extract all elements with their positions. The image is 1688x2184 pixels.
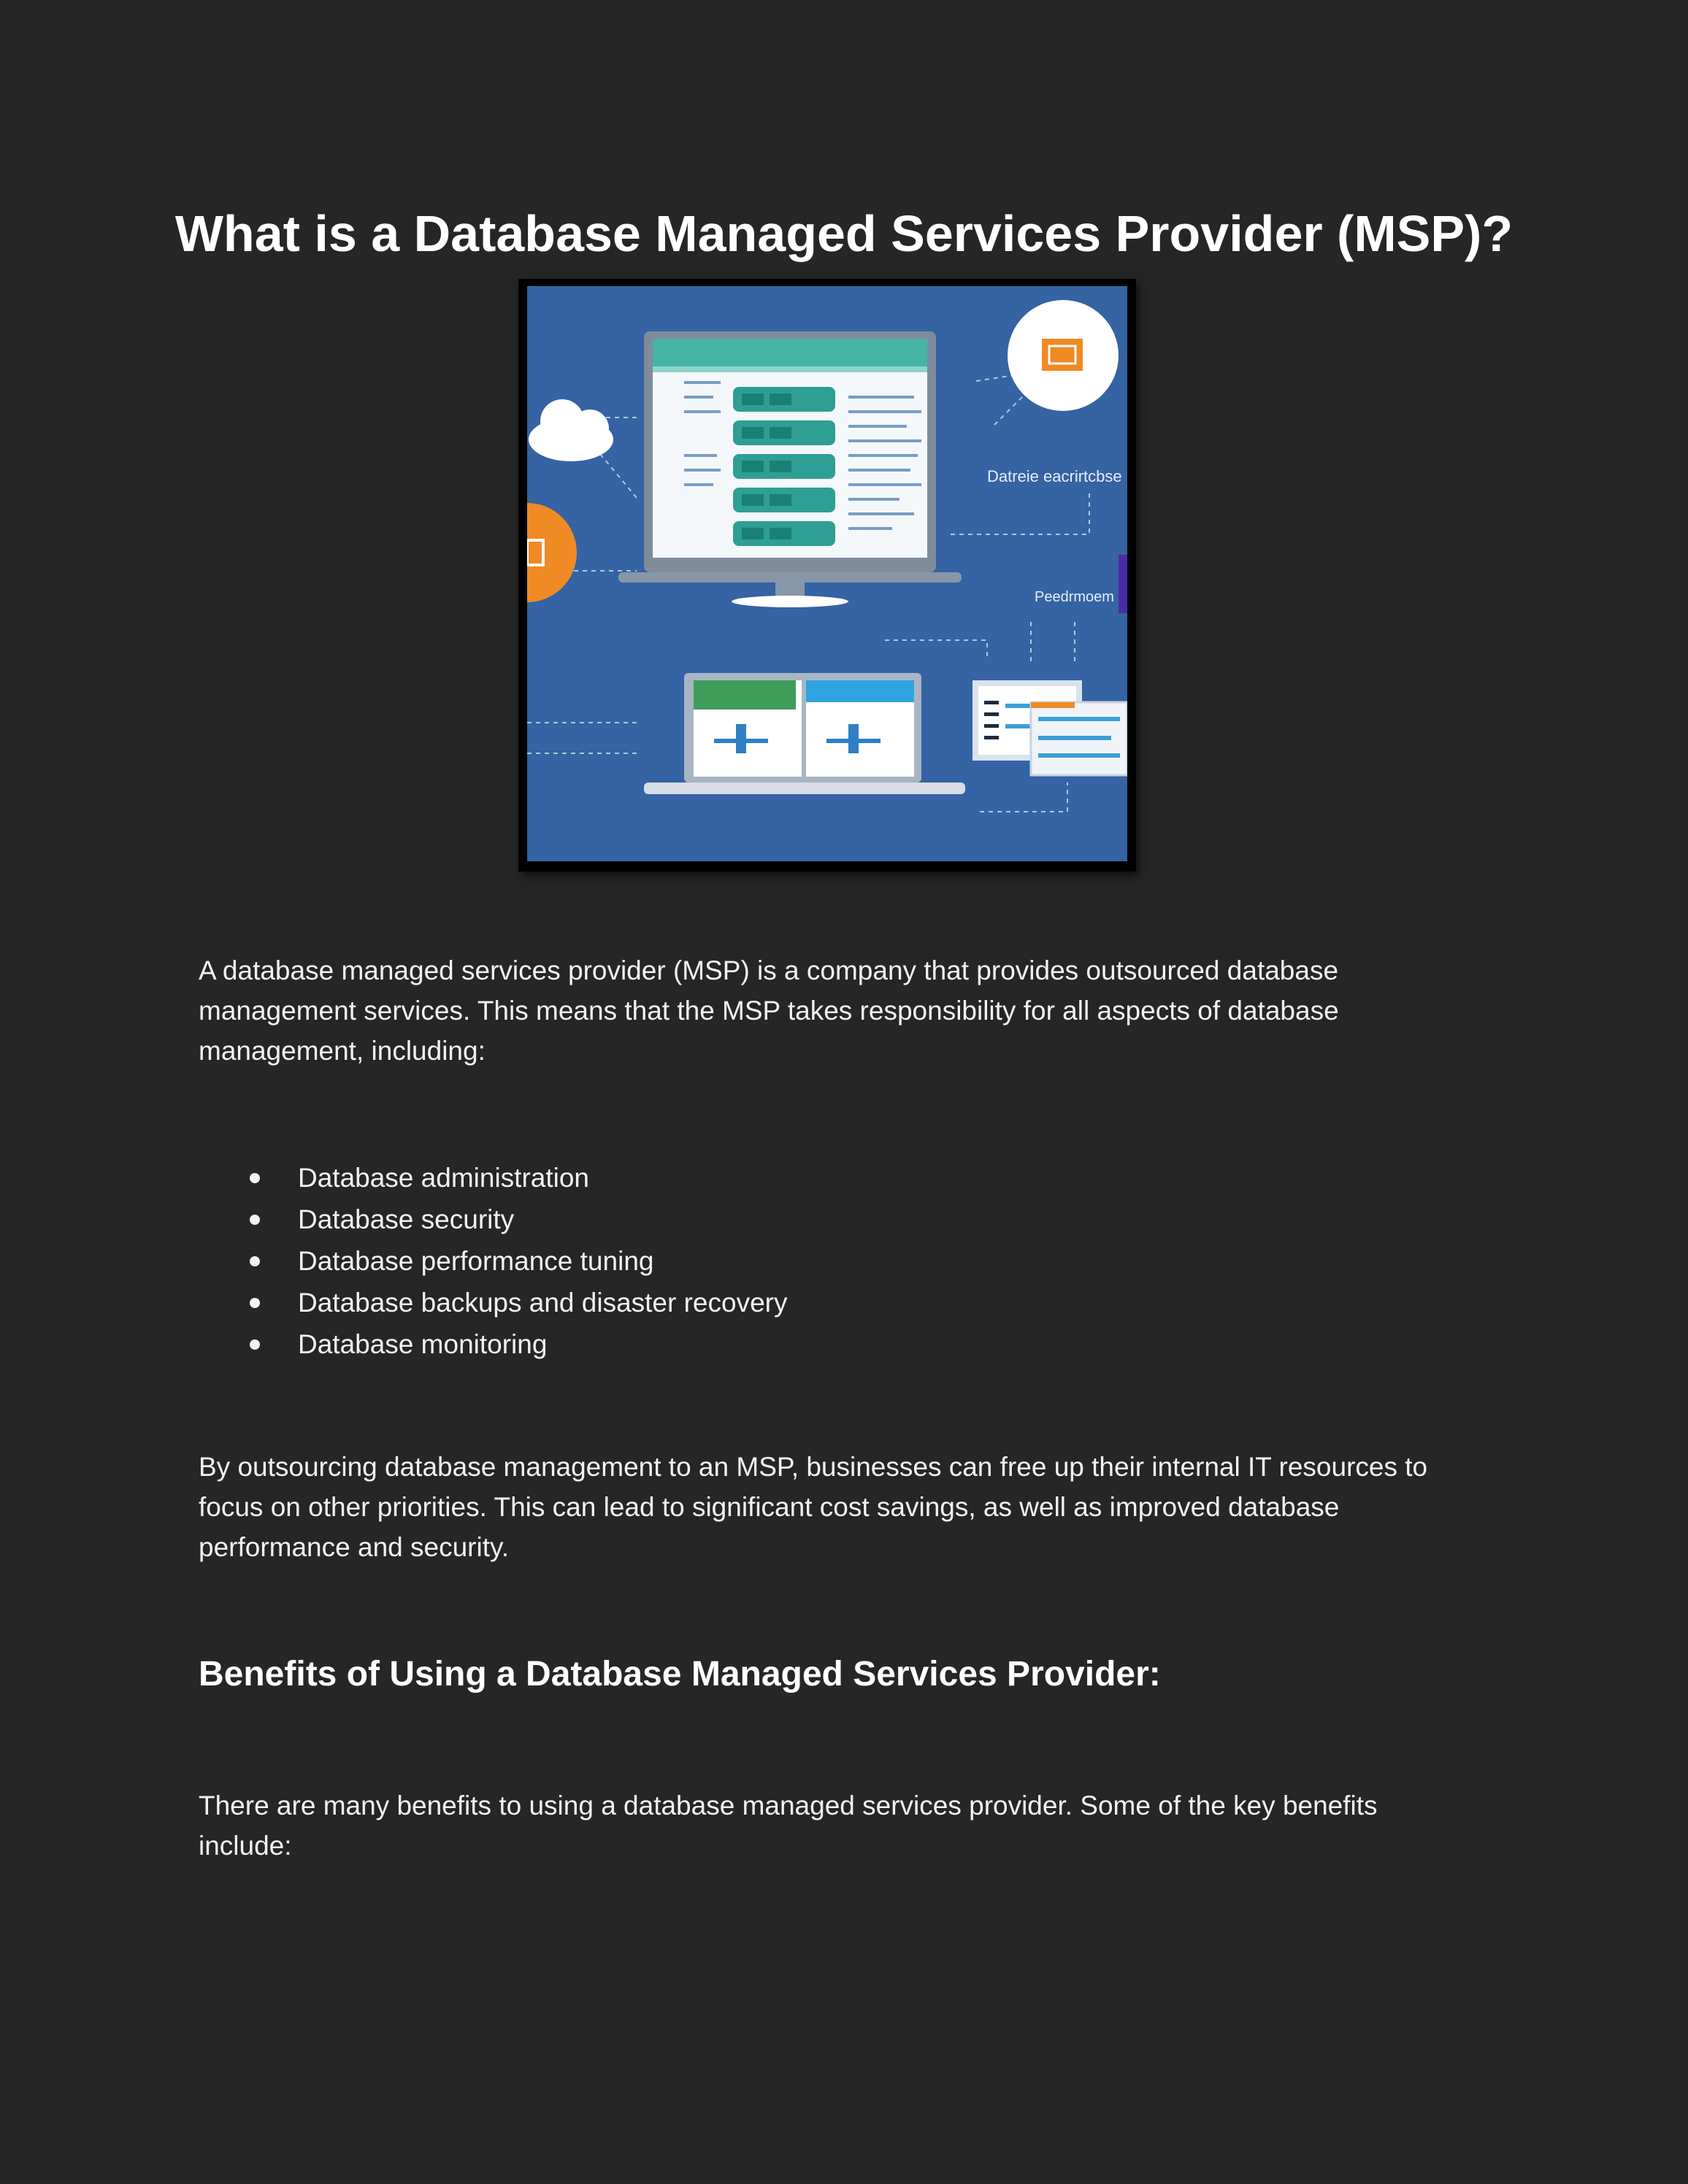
orange-badge-icon <box>527 503 577 602</box>
database-label: Datreie eacrirtcbse <box>987 467 1122 485</box>
outsourcing-paragraph: By outsourcing database management to an… <box>199 1452 1428 1562</box>
cloud-icon <box>529 399 613 461</box>
intro-paragraph: A database managed services provider (MS… <box>199 956 1339 1066</box>
list-item: Database backups and disaster recovery <box>199 1282 787 1323</box>
performance-label: Peedrmoem <box>1035 589 1114 605</box>
list-item: Database monitoring <box>199 1323 787 1365</box>
chat-bubble-icon <box>1008 300 1119 411</box>
page-title: What is a Database Managed Services Prov… <box>174 205 1514 262</box>
services-list: Database administration Database securit… <box>199 1157 787 1365</box>
benefits-paragraph: There are many benefits to using a datab… <box>199 1791 1378 1861</box>
list-item: Database administration <box>199 1157 787 1199</box>
laptop-icon <box>644 673 965 794</box>
hero-illustration: Datreie eacrirtcbse Peedrmoem <box>518 279 1136 872</box>
monitor-icon <box>618 331 962 607</box>
list-item: Database security <box>199 1199 787 1240</box>
benefits-heading: Benefits of Using a Database Managed Ser… <box>199 1655 1161 1693</box>
stacked-windows-icon <box>972 680 1127 777</box>
list-item: Database performance tuning <box>199 1240 787 1282</box>
